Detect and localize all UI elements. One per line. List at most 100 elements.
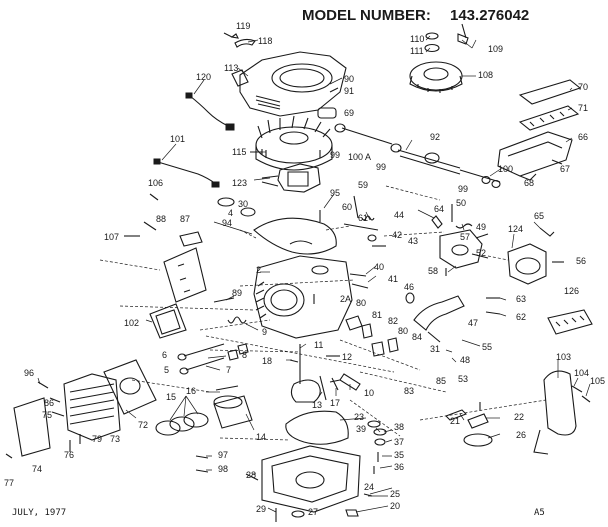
part-60-rod <box>343 223 379 231</box>
callout-102: 102 <box>124 318 139 328</box>
callout-4: 4 <box>228 208 233 218</box>
part-94-gasket-plate <box>253 217 337 255</box>
part-62-screw <box>485 311 501 315</box>
part-80a-gasket <box>345 315 363 331</box>
part-23-gasket <box>285 410 349 445</box>
callout-80a: 80 <box>356 298 366 308</box>
callout-89: 89 <box>232 288 242 298</box>
part-99c-bushing <box>481 175 491 185</box>
callout-58: 58 <box>428 266 438 276</box>
part-102-gasket <box>149 303 187 339</box>
part-59-link <box>353 195 359 219</box>
part-80b-gasket <box>387 337 399 353</box>
part-109-clutch <box>457 23 469 45</box>
part-81-spring <box>361 323 373 339</box>
callout-48: 48 <box>460 355 470 365</box>
part-70-cover <box>518 79 582 105</box>
part-39-washer <box>367 420 381 428</box>
part-91-screw <box>329 87 339 93</box>
part-7-retainer <box>227 349 239 361</box>
part-5-valve <box>185 357 225 371</box>
part-126-filter-element <box>547 309 593 335</box>
callout-99b: 99 <box>376 162 386 172</box>
part-bracket-block <box>179 231 203 247</box>
callout-120: 120 <box>196 72 211 82</box>
part-22-governor-gear <box>467 402 489 429</box>
part-120-terminal <box>225 123 235 131</box>
part-126-pleats <box>555 315 585 327</box>
callout-25: 25 <box>390 489 400 499</box>
callout-57: 57 <box>460 232 470 242</box>
part-2-fins <box>255 281 267 319</box>
footer-page: A5 <box>534 508 545 518</box>
callout-105: 105 <box>590 376 605 386</box>
callout-119: 119 <box>236 21 250 31</box>
callout-16: 16 <box>186 386 196 396</box>
part-103-outlet <box>533 429 549 455</box>
part-flywheel-hub <box>279 131 309 145</box>
part-104-screw <box>571 385 583 393</box>
callout-92: 92 <box>430 132 440 142</box>
callout-29: 29 <box>256 504 266 514</box>
part-27-washer <box>291 510 305 518</box>
callout-8: 8 <box>242 350 247 360</box>
callout-115: 115 <box>232 147 246 157</box>
part-2-bore-inner <box>270 289 298 311</box>
part-75-bolt <box>51 411 65 417</box>
callout-24: 24 <box>364 482 374 492</box>
callout-99a: 99 <box>330 150 340 160</box>
part-124-bowl <box>515 257 541 275</box>
callout-110: 110 <box>410 34 424 44</box>
callout-28: 28 <box>246 470 256 480</box>
part-47-intake-elbow <box>413 295 465 331</box>
callout-47: 47 <box>468 318 478 328</box>
part-66-body <box>497 131 573 177</box>
callout-2: 2 <box>256 265 261 275</box>
part-68-gasket <box>519 173 537 181</box>
part-100-shaft <box>459 169 501 183</box>
part-73-fins <box>69 383 115 425</box>
callout-9: 9 <box>262 327 267 337</box>
callout-60: 60 <box>342 202 352 212</box>
part-carburetor-throat <box>451 244 469 256</box>
callout-81: 81 <box>372 310 382 320</box>
part-90-housing-vents <box>255 95 281 110</box>
part-123-coil <box>287 171 309 187</box>
leader-lines <box>37 35 591 513</box>
callout-66: 66 <box>578 132 588 142</box>
part-42-nut <box>367 234 377 242</box>
callout-68: 68 <box>524 178 534 188</box>
part-87-holes <box>177 263 191 293</box>
part-carburetor <box>439 229 483 269</box>
callout-97: 97 <box>218 450 228 460</box>
callout-109: 109 <box>488 44 503 54</box>
part-71-filter <box>518 105 580 131</box>
parts-artwork <box>5 23 593 522</box>
part-123-magneto <box>277 163 321 193</box>
callout-39: 39 <box>356 424 366 434</box>
part-102-gasket-inner <box>155 309 181 335</box>
callout-111: 111 <box>410 46 424 56</box>
part-94-tab <box>289 240 313 245</box>
callout-88: 88 <box>156 214 166 224</box>
callout-73: 73 <box>110 434 120 444</box>
part-101-end <box>153 158 161 165</box>
part-57-needle <box>471 253 489 259</box>
alignment-lines <box>99 185 547 441</box>
part-6-valve-head <box>177 353 187 361</box>
part-105-screw <box>581 395 591 403</box>
callout-126: 126 <box>564 286 579 296</box>
part-flywheel-fins <box>257 115 331 158</box>
callout-99c: 99 <box>458 184 468 194</box>
part-6-valve <box>183 343 225 357</box>
callout-14: 14 <box>256 432 266 442</box>
callout-31: 31 <box>430 344 440 354</box>
part-24-sump-inner <box>271 455 349 503</box>
part-21-governor-link <box>445 409 467 421</box>
callout-70: 70 <box>578 82 588 92</box>
part-110-nut <box>425 32 439 40</box>
callout-6: 6 <box>162 350 167 360</box>
callout-20: 20 <box>390 501 400 511</box>
callout-104: 104 <box>574 368 589 378</box>
